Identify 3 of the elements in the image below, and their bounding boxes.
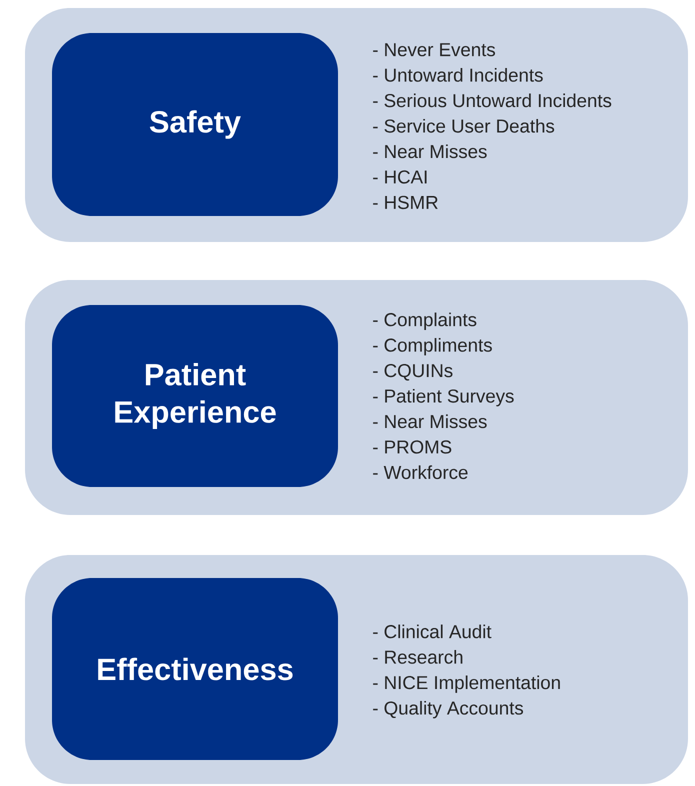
category-box: Patient Experience xyxy=(52,305,338,487)
category-box: Safety xyxy=(52,33,338,216)
category-box: Effectiveness xyxy=(52,578,338,760)
